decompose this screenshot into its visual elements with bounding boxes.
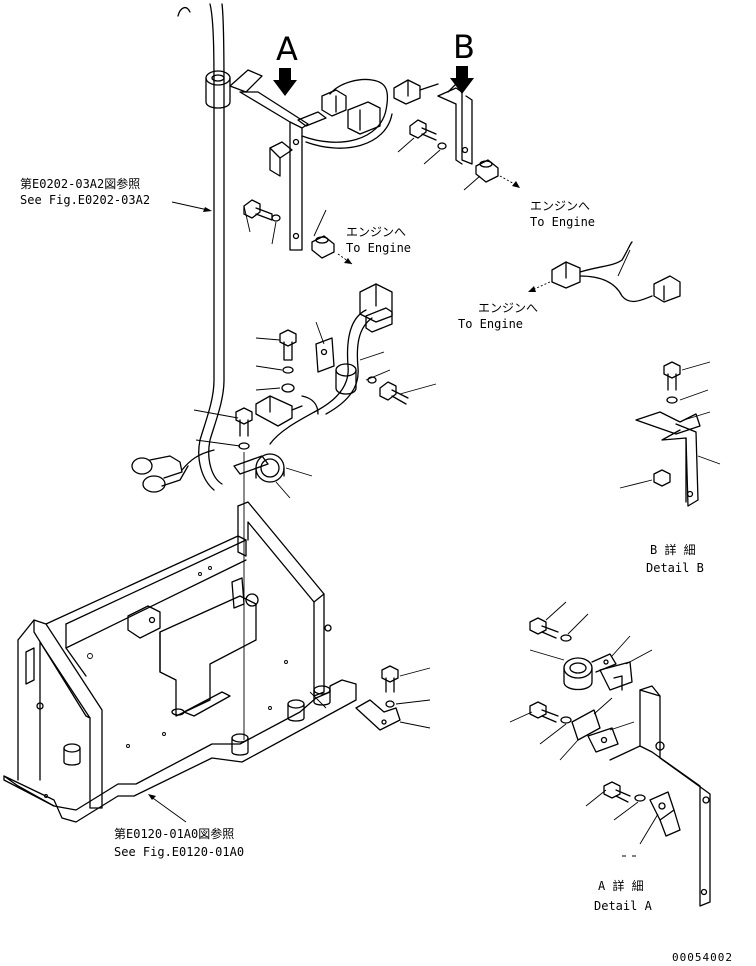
leader-line	[271, 221, 277, 245]
spacer-b	[475, 159, 499, 183]
ref-top-arrowhead	[203, 207, 212, 212]
leader-line	[613, 801, 639, 821]
connector-mid-left	[255, 395, 319, 427]
leader-line	[313, 209, 327, 237]
to-engine-arrow-3	[531, 281, 551, 291]
leader-line	[545, 601, 567, 621]
connector-cluster-a	[297, 78, 393, 149]
leader-line	[567, 613, 589, 635]
leader-line	[397, 137, 415, 153]
leader-line	[243, 205, 251, 233]
leader-line	[275, 481, 291, 499]
bracket-b-main	[437, 83, 473, 165]
bolt-mid-left	[279, 329, 297, 361]
spacer-a	[311, 235, 335, 259]
washer-a	[271, 214, 281, 222]
to-engine-2-en: To Engine	[530, 215, 595, 229]
leader-line	[171, 201, 209, 211]
clamp-mid	[315, 337, 357, 395]
washer-lower-center	[238, 442, 250, 450]
leader-line	[611, 635, 631, 657]
ref-top-jp: 第E0202-03A2図参照	[20, 176, 140, 191]
to-engine-2-jp: エンジンへ	[530, 199, 590, 213]
leader-line	[509, 711, 533, 723]
to-engine-3-en: To Engine	[458, 317, 523, 331]
to-engine-arrowhead-3	[528, 286, 536, 292]
leader-line	[365, 369, 391, 381]
cable-clamp-top	[205, 69, 263, 109]
detail-a-drawing	[529, 617, 711, 907]
to-engine-arrow-1	[337, 253, 353, 265]
ref-bottom-arrowhead	[148, 794, 156, 800]
engine-sub-harness	[551, 241, 681, 303]
to-engine-1-en: To Engine	[346, 241, 411, 255]
bolt-b	[409, 119, 437, 141]
leader-line	[697, 455, 721, 465]
leader-line	[679, 389, 709, 401]
view-a-arrow	[273, 68, 297, 96]
leader-line	[359, 351, 385, 361]
washer-b	[437, 142, 447, 150]
to-engine-arrowhead-1	[344, 258, 352, 264]
leader-line	[463, 175, 481, 191]
leader-line	[681, 361, 711, 371]
ref-bottom-jp: 第E0120-01A0図参照	[114, 826, 234, 841]
leader-line	[285, 467, 313, 477]
base-frame	[3, 501, 357, 823]
detail-b-en: Detail B	[646, 561, 704, 575]
leader-line	[309, 691, 327, 709]
leader-line	[395, 699, 431, 705]
ref-top-en: See Fig.E0202-03A2	[20, 193, 150, 207]
detail-b-drawing	[635, 361, 701, 507]
leader-line	[619, 479, 653, 489]
leader-line	[399, 667, 431, 677]
leader-line	[593, 697, 613, 715]
detail-b-jp: B 詳 細	[650, 542, 696, 557]
leader-line	[149, 795, 187, 823]
leader-line	[255, 337, 281, 341]
to-engine-1-jp: エンジンへ	[346, 225, 406, 239]
washer-mid-left	[282, 366, 294, 374]
leader-line	[255, 365, 283, 371]
leader-line	[683, 411, 711, 421]
leader-line	[585, 789, 607, 807]
view-a-letter: A	[276, 30, 298, 68]
washer-mid-right	[367, 376, 377, 384]
view-b-arrow	[450, 66, 474, 94]
washer-mid-left-2	[281, 383, 295, 393]
mid-connectors	[269, 283, 393, 445]
base-right-clip	[355, 665, 401, 731]
leader-line	[399, 383, 437, 395]
leader-line	[559, 739, 579, 761]
drawing-number: 00054002	[672, 951, 733, 964]
bracket-a	[239, 91, 309, 251]
to-engine-3-jp: エンジンへ	[478, 301, 538, 315]
to-engine-arrowhead-2	[512, 181, 520, 188]
leader-line	[617, 249, 631, 277]
base-spacers	[63, 685, 331, 766]
leader-line	[399, 721, 431, 729]
leader-line	[539, 723, 567, 745]
leader-line	[423, 149, 441, 165]
bolt-a	[243, 199, 273, 221]
leader-line	[193, 409, 239, 419]
leader-line	[639, 813, 659, 845]
connector-b-upper	[393, 79, 439, 105]
main-harness-cable	[177, 3, 225, 491]
large-clamp	[233, 453, 285, 483]
leader-line	[195, 439, 241, 447]
view-b-letter: B	[453, 28, 475, 66]
bolt-lower-center	[235, 407, 253, 437]
leader-line	[625, 649, 653, 665]
leader-line	[529, 649, 565, 661]
leader-line	[255, 387, 281, 391]
leader-line	[315, 321, 325, 345]
leader-line	[609, 721, 635, 731]
ref-bottom-en: See Fig.E0120-01A0	[114, 845, 244, 859]
detail-a-en: Detail A	[594, 899, 653, 913]
plug-left	[131, 449, 215, 493]
detail-a-jp: A 詳 細	[598, 878, 644, 893]
